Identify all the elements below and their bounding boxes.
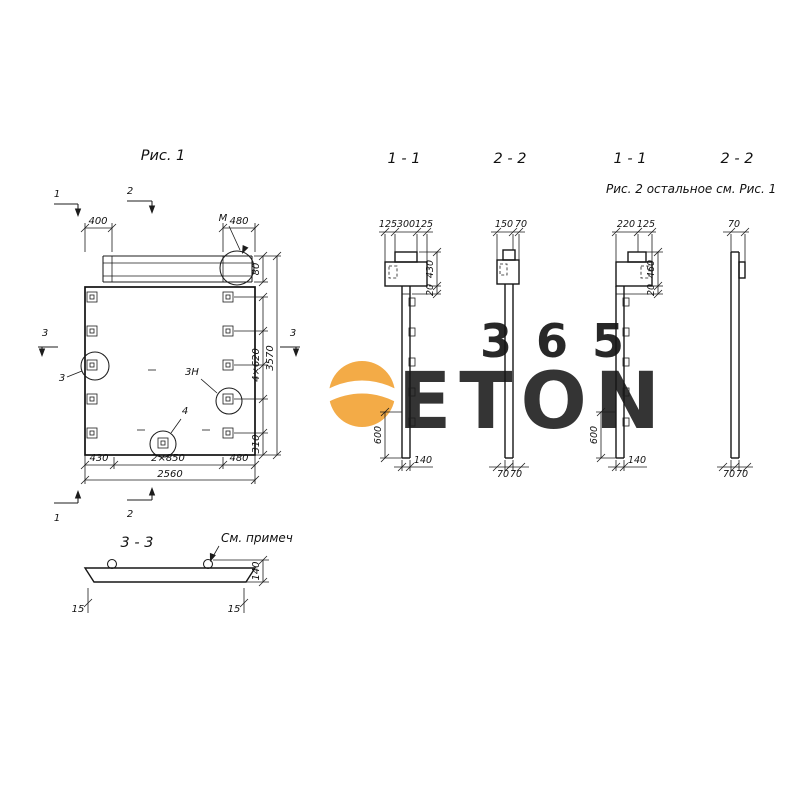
watermark-logo-disc	[329, 361, 395, 427]
dim-2560: 2560	[157, 469, 182, 480]
detail-circle-4	[149, 430, 177, 458]
dim-125-a-left: 125	[379, 219, 397, 230]
section-2-2-b-title: 2 - 2	[494, 151, 527, 167]
section-1-1-c: 1 - 1 Рис. 2 остальное см. Рис. 1	[589, 151, 776, 472]
detail-circle-M	[219, 250, 255, 286]
dim-140-c: 140	[628, 455, 646, 466]
watermark-brand-text: ETON	[398, 357, 668, 447]
lifting-loop-right	[202, 558, 214, 570]
section-c-loop-marks	[622, 297, 630, 427]
fig1-title: Рис. 1	[141, 148, 186, 164]
dim-600-a: 600	[373, 426, 384, 444]
fig1-section-markers: 1 2 1 2 3 3	[38, 186, 300, 524]
section-d-profile	[730, 251, 746, 459]
dim-600-c: 600	[589, 426, 600, 444]
dim-70-d-top: 70	[728, 219, 740, 230]
watermark-logo-wave	[328, 380, 396, 402]
dim-140-a: 140	[414, 455, 432, 466]
watermark-logo	[328, 361, 396, 427]
detail-label-M: М	[219, 213, 228, 224]
fig1-top-bar	[102, 255, 253, 283]
section-3-3-title: 3 - 3	[121, 535, 154, 551]
dim-70-d-bot2: 70	[736, 469, 748, 480]
marker-1-top: 1	[54, 189, 60, 200]
dim-300-a: 300	[397, 219, 415, 230]
section-3-3-dims: 140 15 15	[72, 545, 269, 615]
section-b-dims: 150 70 70 70	[489, 219, 529, 480]
dim-4x620: 4×620	[251, 348, 262, 382]
fig2-note: Рис. 2 остальное см. Рис. 1	[606, 182, 776, 196]
dim-480-bottom: 480	[229, 453, 248, 464]
dim-400: 400	[88, 216, 107, 227]
dim-20-a: 20	[425, 284, 436, 296]
dim-140-plate: 140	[251, 561, 262, 580]
dim-125-c: 125	[637, 219, 655, 230]
dim-15-left: 15	[72, 604, 85, 615]
dim-220-c: 220	[617, 219, 635, 230]
marker-1-bottom: 1	[54, 513, 60, 524]
panel-outline	[84, 286, 256, 456]
lifting-loop-left	[106, 558, 118, 570]
marker-3-left: 3	[42, 328, 48, 339]
fig1-dims-right: 80 4×620 310 3570	[234, 251, 282, 460]
marker-2-bottom: 2	[127, 509, 133, 520]
anchor-loops	[86, 291, 234, 449]
section-1-1-a-title: 1 - 1	[388, 151, 421, 167]
section-1-1-a: 1 - 1 125 300	[373, 151, 442, 472]
dim-125-a-right: 125	[415, 219, 433, 230]
detail-circle-3	[80, 351, 110, 381]
see-note-label: См. примеч	[221, 531, 293, 545]
dim-80: 80	[251, 263, 262, 276]
section-a-profile	[384, 251, 428, 459]
dim-70-b-bot2: 70	[510, 469, 522, 480]
dim-430-a: 430	[425, 260, 436, 278]
section-1-1-c-title: 1 - 1	[614, 151, 647, 167]
section-a-loop-marks	[408, 297, 416, 427]
section-2-2-d: 2 - 2 70 70 70	[717, 151, 753, 480]
section-d-dims: 70 70 70	[717, 219, 753, 480]
fig1-plan-view: Рис. 1 1 2 1 2 3 3	[38, 148, 300, 524]
section-b-profile	[496, 249, 520, 459]
watermark-number-text: 365	[480, 314, 648, 368]
detail-label-3n: 3Н	[185, 367, 199, 378]
detail-circle-3n	[215, 387, 243, 415]
section-c-dims: 220 125 460 20 600 140	[589, 219, 663, 472]
fig1-dims-top: 400 480	[80, 216, 260, 252]
section-2-2-b: 2 - 2 150 70 70 70	[489, 151, 529, 480]
marker-2-top: 2	[127, 186, 133, 197]
dim-150-b: 150	[495, 219, 513, 230]
section-a-dims: 125 300 125 430 20 600 140	[373, 219, 442, 472]
marker-3-right: 3	[290, 328, 296, 339]
dim-20-c: 20	[646, 284, 657, 296]
section-3-3: 3 - 3 См. примеч 140 15 15	[72, 531, 293, 615]
section-c-profile	[615, 251, 653, 459]
section-2-2-d-title: 2 - 2	[721, 151, 754, 167]
plate-profile	[83, 567, 257, 583]
dim-430-bottom: 430	[89, 453, 108, 464]
dim-2x850: 2×850	[151, 453, 185, 464]
dim-3570: 3570	[265, 345, 276, 370]
detail-label-3: 3	[59, 373, 65, 384]
dim-460-c: 460	[646, 260, 657, 278]
fig1-detail-callouts: М 3 3Н 4	[59, 213, 255, 458]
dim-15-right: 15	[228, 604, 241, 615]
dim-70-b-bot1: 70	[497, 469, 509, 480]
dim-70-b-top: 70	[515, 219, 527, 230]
dim-480-top: 480	[229, 216, 248, 227]
dim-310: 310	[251, 434, 262, 453]
detail-label-4: 4	[182, 406, 188, 417]
dim-70-d-bot1: 70	[723, 469, 735, 480]
fig1-dims-bottom: 430 2×850 480 2560	[80, 453, 260, 485]
